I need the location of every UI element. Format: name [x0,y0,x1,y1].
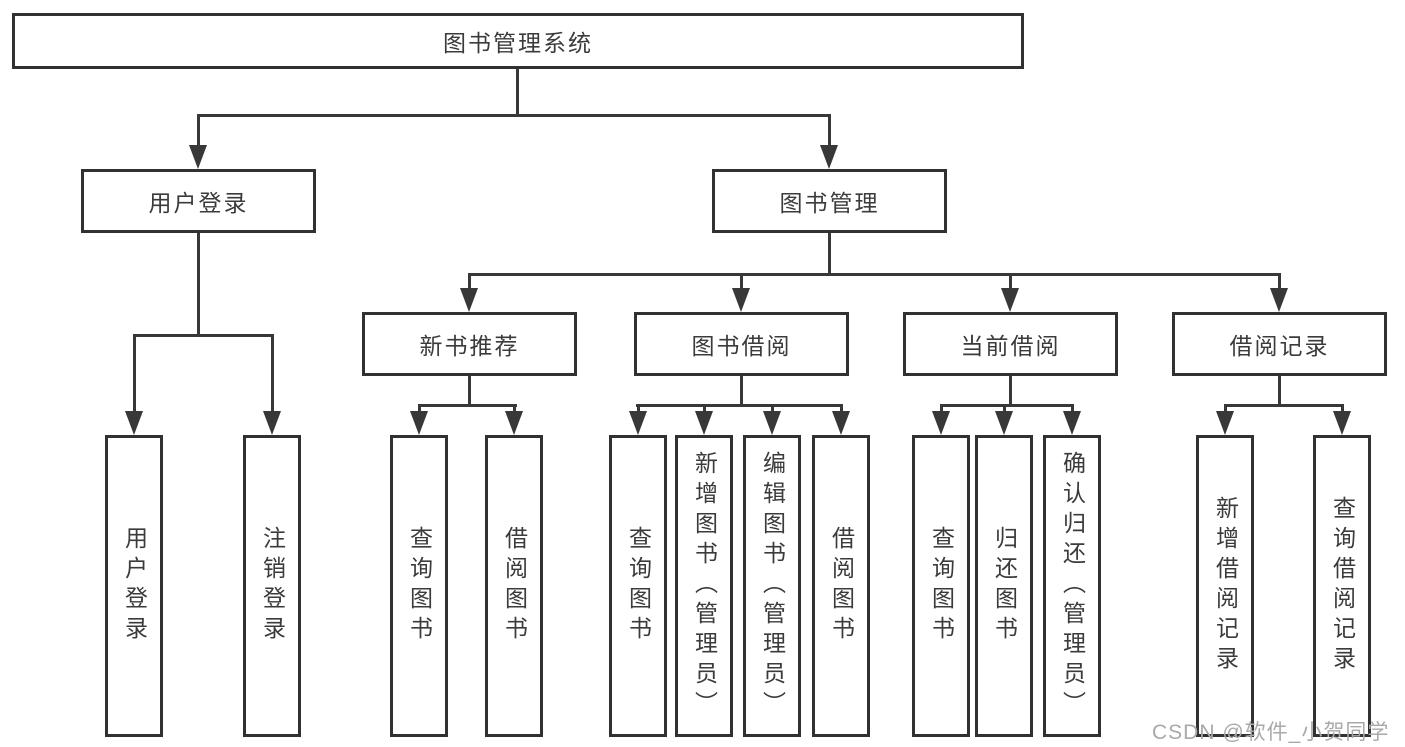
leaf-bb-borrow-books: 借阅图书 [812,435,870,737]
connector-drop-leaf-logout [271,334,274,413]
arrowhead-bb-borrow [832,411,850,435]
arrowhead-book-management [820,145,838,169]
node-user-login: 用户登录 [81,169,316,233]
connector-drop-bb-borrow [840,404,843,413]
arrowhead-borrowing-records [1270,288,1288,312]
node-book-borrowing: 图书借阅 [634,312,849,376]
leaf-label: 编辑图书（管理员） [759,451,786,721]
connector-root-stem [516,69,519,117]
connector-new-book-rail [418,404,517,407]
arrowhead-cb-query [932,411,950,435]
node-current-borrowing: 当前借阅 [903,312,1118,376]
connector-user-login-rail [133,334,273,337]
leaf-cb-return-books: 归还图书 [975,435,1033,737]
leaf-label: 归还图书 [991,526,1018,646]
connector-drop-user-login [197,114,200,147]
connector-drop-book-borrowing [740,273,743,290]
node-label: 图书借阅 [691,333,792,359]
leaf-label: 用户登录 [121,526,148,646]
connector-new-book-stem [468,376,471,407]
node-label: 当前借阅 [960,333,1061,359]
connector-drop-borrowing-records [1278,273,1281,290]
connector-book-borrowing-rail [636,404,843,407]
leaf-logout: 注销登录 [243,435,301,737]
arrowhead-br-query [1333,411,1351,435]
connector-drop-nb-query [418,404,421,413]
node-label: 借阅记录 [1229,333,1330,359]
connector-drop-bb-query [637,404,640,413]
arrowhead-bb-query [629,411,647,435]
arrowhead-user-login [189,145,207,169]
arrowhead-nb-borrow [505,411,523,435]
leaf-nb-borrow-books: 借阅图书 [485,435,543,737]
connector-drop-bb-edit [771,404,774,413]
leaf-bb-edit-books-admin: 编辑图书（管理员） [743,435,801,737]
leaf-label: 查询图书 [928,526,955,646]
connector-current-borrowing-rail [940,404,1074,407]
arrowhead-cb-return [995,411,1013,435]
leaf-label: 确认归还（管理员） [1059,451,1086,721]
leaf-br-query-record: 查询借阅记录 [1313,435,1371,737]
leaf-user-login: 用户登录 [105,435,163,737]
connector-drop-bb-add [703,404,706,413]
node-new-book-recommend: 新书推荐 [362,312,577,376]
leaf-label: 查询图书 [625,526,652,646]
connector-drop-cb-confirm [1071,404,1074,413]
leaf-cb-query-books: 查询图书 [912,435,970,737]
connector-drop-leaf-user-login [133,334,136,413]
connector-borrowing-records-rail [1224,404,1343,407]
leaf-label: 新增借阅记录 [1212,496,1239,676]
arrowhead-current-borrowing [1001,288,1019,312]
arrowhead-leaf-logout [263,411,281,435]
node-book-management: 图书管理 [712,169,947,233]
leaf-cb-confirm-return-admin: 确认归还（管理员） [1043,435,1101,737]
leaf-label: 注销登录 [259,526,286,646]
leaf-label: 查询图书 [406,526,433,646]
arrowhead-book-borrowing [732,288,750,312]
leaf-bb-query-books: 查询图书 [609,435,667,737]
leaf-bb-add-books-admin: 新增图书（管理员） [675,435,733,737]
connector-drop-br-add [1224,404,1227,413]
connector-drop-book-management [828,114,831,147]
connector-borrowing-records-stem [1278,376,1281,407]
csdn-watermark: CSDN @软件_小贺同学 [1152,721,1390,744]
leaf-label: 查询借阅记录 [1329,496,1356,676]
connector-book-borrowing-stem [740,376,743,407]
node-label: 图书管理系统 [443,30,593,56]
connector-drop-cb-query [940,404,943,413]
arrowhead-cb-confirm [1063,411,1081,435]
node-borrowing-records: 借阅记录 [1172,312,1387,376]
node-label: 图书管理 [779,190,880,216]
arrowhead-leaf-user-login [125,411,143,435]
leaf-label: 借阅图书 [501,526,528,646]
arrowhead-bb-edit [763,411,781,435]
connector-book-management-rail [468,273,1281,276]
arrowhead-br-add [1216,411,1234,435]
connector-book-management-stem [828,233,831,276]
leaf-nb-query-books: 查询图书 [390,435,448,737]
leaf-label: 借阅图书 [828,526,855,646]
connector-user-login-stem [197,233,200,337]
connector-current-borrowing-stem [1009,376,1012,407]
leaf-label: 新增图书（管理员） [691,451,718,721]
connector-drop-current-borrowing [1009,273,1012,290]
arrowhead-nb-query [410,411,428,435]
connector-root-rail [197,114,831,117]
connector-drop-new-book [468,273,471,290]
connector-drop-br-query [1341,404,1344,413]
node-library-management-system: 图书管理系统 [12,13,1024,69]
connector-drop-cb-return [1003,404,1006,413]
leaf-br-add-record: 新增借阅记录 [1196,435,1254,737]
arrowhead-bb-add [695,411,713,435]
connector-drop-nb-borrow [513,404,516,413]
node-label: 用户登录 [148,190,249,216]
node-label: 新书推荐 [419,333,520,359]
arrowhead-new-book [460,288,478,312]
